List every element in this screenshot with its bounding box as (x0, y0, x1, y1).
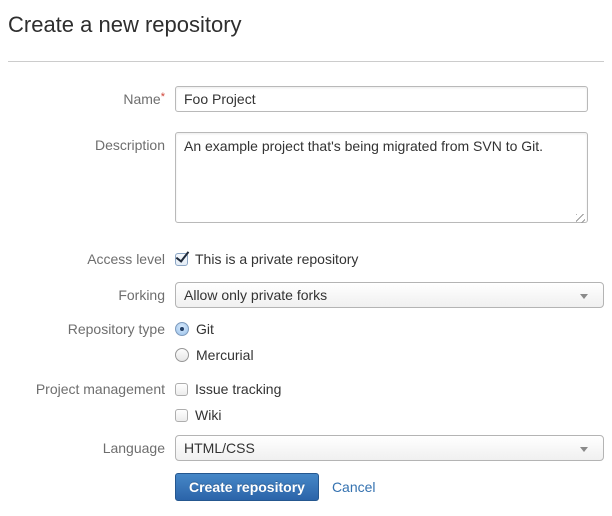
language-label: Language (102, 440, 165, 456)
private-repository-checkbox[interactable] (175, 252, 188, 266)
repository-type-row: Repository type Git Mercurial (8, 319, 604, 365)
wiki-checkbox-label: Wiki (195, 407, 222, 423)
required-asterisk: * (160, 91, 165, 103)
name-row: Name* (8, 86, 604, 112)
language-select[interactable]: HTML/CSS (175, 435, 604, 461)
actions-row: Create repository Cancel (8, 473, 604, 501)
forking-row: Forking Allow only private forks (8, 282, 604, 308)
mercurial-radio[interactable] (175, 348, 189, 362)
issue-tracking-option[interactable]: Issue tracking (175, 379, 281, 399)
git-radio-label: Git (196, 321, 214, 337)
description-textarea[interactable]: An example project that's being migrated… (175, 132, 588, 223)
create-repository-button[interactable]: Create repository (175, 473, 319, 501)
issue-tracking-checkbox-label: Issue tracking (195, 381, 282, 397)
actions-spacer (8, 473, 175, 478)
private-repository-checkbox-label: This is a private repository (195, 251, 359, 267)
name-input[interactable] (175, 86, 588, 112)
project-management-label: Project management (35, 381, 165, 397)
private-repository-option[interactable]: This is a private repository (175, 249, 358, 269)
language-selected-value: HTML/CSS (184, 440, 255, 456)
repository-type-label: Repository type (67, 321, 165, 337)
actions: Create repository Cancel (175, 473, 376, 501)
chevron-down-icon (580, 294, 588, 299)
cancel-link[interactable]: Cancel (331, 479, 376, 495)
resize-handle-icon[interactable] (576, 214, 585, 223)
git-radio[interactable] (175, 322, 189, 336)
create-repository-form: Name* Description An example project tha… (8, 86, 604, 501)
project-management-options: Issue tracking Wiki (175, 379, 281, 425)
divider (8, 61, 604, 62)
page-title: Create a new repository (8, 12, 242, 37)
name-label: Name* (123, 91, 165, 107)
repository-type-option-mercurial[interactable]: Mercurial (175, 345, 254, 365)
project-management-row: Project management Issue tracking Wiki (8, 379, 604, 425)
language-row: Language HTML/CSS (8, 435, 604, 461)
wiki-checkbox[interactable] (175, 408, 188, 422)
description-label: Description (94, 137, 165, 153)
create-repository-page: Create a new repository Name* Descriptio… (0, 0, 612, 501)
mercurial-radio-label: Mercurial (196, 347, 254, 363)
repository-type-option-git[interactable]: Git (175, 319, 254, 339)
wiki-option[interactable]: Wiki (175, 405, 281, 425)
description-textarea-wrap: An example project that's being migrated… (175, 132, 588, 228)
forking-selected-value: Allow only private forks (184, 287, 328, 303)
access-level-label: Access level (87, 251, 165, 267)
access-level-row: Access level This is a private repositor… (8, 249, 604, 269)
issue-tracking-checkbox[interactable] (175, 382, 188, 396)
forking-label: Forking (118, 287, 165, 303)
forking-select[interactable]: Allow only private forks (175, 282, 604, 308)
description-row: Description An example project that's be… (8, 132, 604, 228)
chevron-down-icon (580, 447, 588, 452)
repository-type-options: Git Mercurial (175, 319, 254, 365)
